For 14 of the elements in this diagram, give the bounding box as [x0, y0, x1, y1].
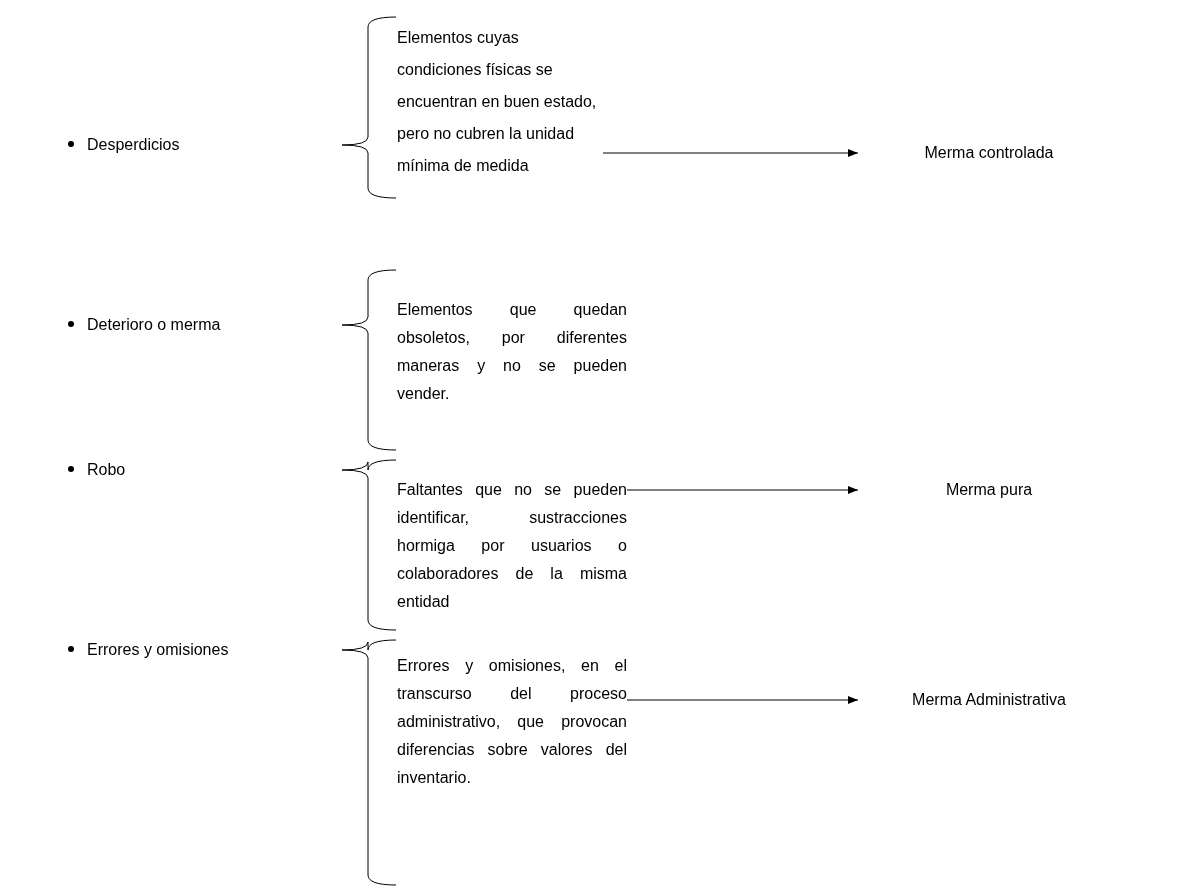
description-text: Elementos cuyas condiciones físicas se encuentran en buen estado, pero no cubren la unidad mínima de medida — [397, 28, 598, 176]
arrow — [626, 696, 859, 704]
result-text: Merma pura — [944, 480, 1034, 500]
list-item: Errores y omisiones — [87, 640, 230, 660]
result-text: Merma Administrativa — [911, 690, 1067, 710]
result-text: Merma controlada — [923, 143, 1055, 163]
list-item: Deterioro o merma — [87, 315, 222, 335]
description-text: Elementos que quedan obsoletos, por diferentes maneras y no se pueden vender. — [397, 300, 627, 404]
description-text: Errores y omisiones, en el transcurso del proceso administrativo, que provocan diferencias sobre valores del inventario. — [397, 656, 627, 788]
list-item: Desperdicios — [87, 135, 181, 155]
arrow — [602, 149, 859, 157]
description-text: Faltantes que no se pueden identificar, sustracciones hormiga por usuarios o colaboradores de la misma entidad — [397, 480, 627, 612]
list-item: Robo — [87, 460, 127, 480]
arrow — [626, 486, 859, 494]
